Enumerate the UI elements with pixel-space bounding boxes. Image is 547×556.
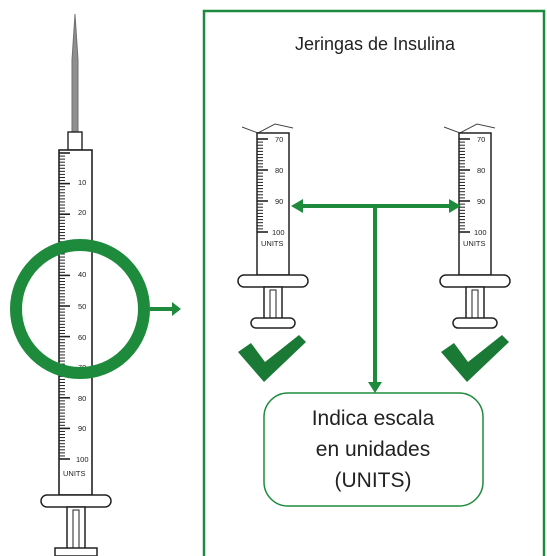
scale-label-90: 90 [275,197,283,206]
callout-line-1: Indica escala [312,407,435,430]
check-mark-left-icon [238,335,306,382]
plunger-flange [40,494,112,508]
callout-line-3: (UNITS) [335,469,412,492]
check-mark-right-icon [441,335,509,382]
scale-label-20: 20 [78,208,86,217]
plunger-rod-inner [72,509,80,549]
scale-label-100: 100 [474,228,487,237]
callout-box [263,392,484,507]
panel-title: Jeringas de Insulina [295,34,456,54]
units-label: UNITS [261,239,284,248]
scale-label-80: 80 [477,166,485,175]
scale-label-50: 50 [78,302,86,311]
plunger-flange [237,274,309,288]
arrow-head-right [449,199,461,213]
plunger-rod-inner [471,289,479,319]
plunger-thumb [452,317,498,329]
scale-label-70: 70 [275,135,283,144]
needle [71,13,79,133]
scale-label-70: 70 [477,135,485,144]
magnifier-circle [10,239,150,379]
scale-label-90: 90 [477,197,485,206]
barrel-break-mark [241,123,294,134]
scale-label-90: 90 [78,424,86,433]
detail-syringe-right: 70 80 90 100 UNITS [439,123,511,329]
plunger-thumb [250,317,296,329]
scale-label-60: 60 [78,333,86,342]
scale-label-40: 40 [78,270,86,279]
pointer-arrow-head [172,302,181,316]
barrel-break-mark [443,123,496,134]
units-label: UNITS [63,469,86,478]
scale-ticks [257,138,268,233]
scale-label-100: 100 [272,228,285,237]
callout-line-2: en unidades [316,438,430,461]
units-label: UNITS [463,239,486,248]
scale-label-100: 100 [76,455,89,464]
arrow-head-down [368,382,382,393]
arrow-head-left [291,199,303,213]
scale-label-10: 10 [78,178,86,187]
connector-arrows [291,199,461,393]
scale-ticks [459,138,470,233]
detail-syringe-left: 70 80 90 100 UNITS [237,123,309,329]
scale-label-80: 80 [78,394,86,403]
scale-label-80: 80 [275,166,283,175]
plunger-thumb [54,547,98,556]
plunger-flange [439,274,511,288]
needle-hub [67,131,83,151]
large-syringe: 10 20 30 40 50 60 70 80 90 100 UNITS [10,13,181,556]
plunger-rod-inner [269,289,277,319]
